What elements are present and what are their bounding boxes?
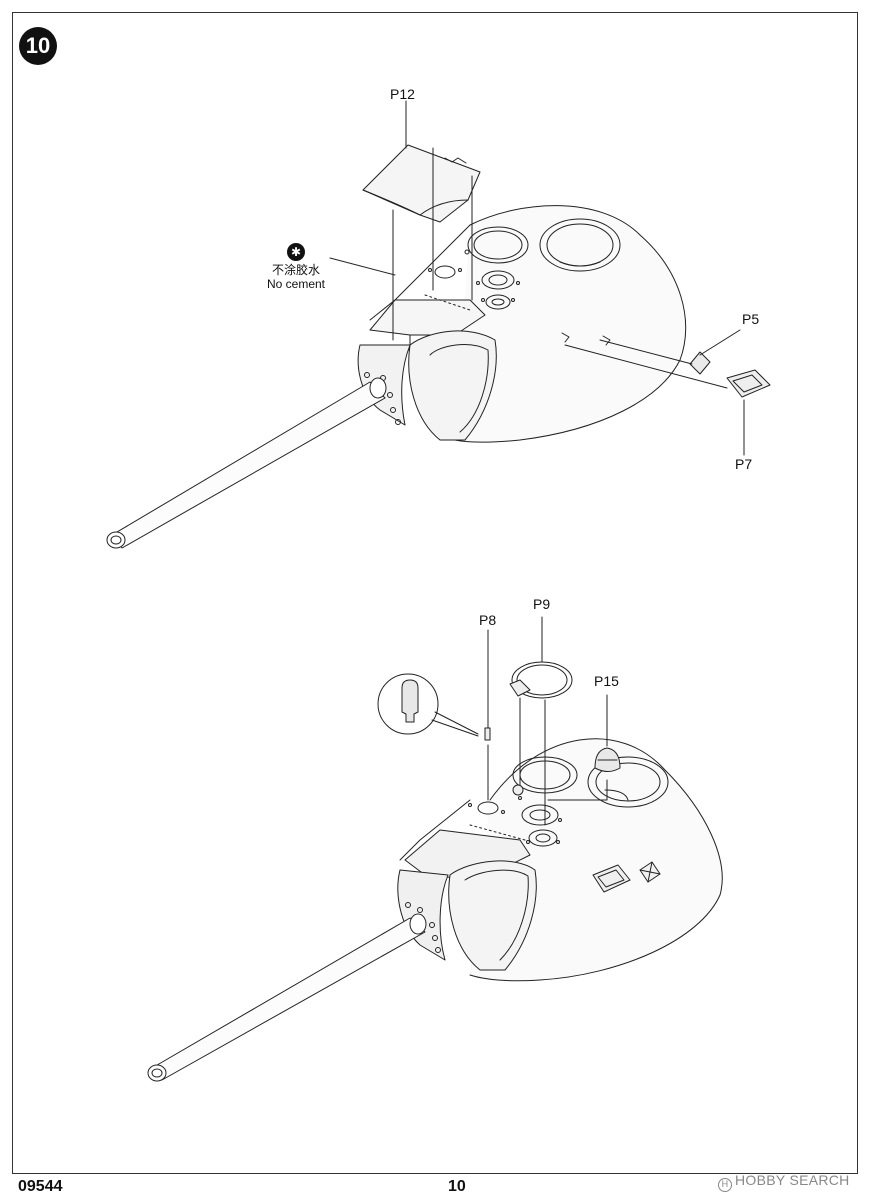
watermark-text: HOBBY SEARCH bbox=[735, 1172, 850, 1188]
no-cement-label-chinese: 不涂胶水 bbox=[271, 263, 320, 277]
no-cement-icon: ✱ bbox=[287, 243, 305, 261]
no-cement-label-english: No cement bbox=[266, 277, 326, 291]
part-label-p9: P9 bbox=[533, 596, 551, 612]
part-label-p15: P15 bbox=[594, 673, 619, 689]
no-cement-note: ✱ 不涂胶水 No cement bbox=[256, 243, 336, 291]
top-turret-drawing bbox=[106, 100, 771, 549]
page-number: 10 bbox=[448, 1178, 466, 1195]
step-number-badge: 10 bbox=[19, 27, 57, 65]
product-code: 09544 bbox=[18, 1178, 63, 1195]
part-label-p8: P8 bbox=[479, 612, 497, 628]
part-label-p12: P12 bbox=[390, 86, 415, 102]
part-label-p5: P5 bbox=[742, 311, 760, 327]
bottom-turret-drawing bbox=[147, 616, 723, 1082]
page-frame bbox=[12, 12, 858, 1174]
hobby-search-logo-icon: H bbox=[718, 1178, 732, 1192]
part-label-p7: P7 bbox=[735, 456, 753, 472]
